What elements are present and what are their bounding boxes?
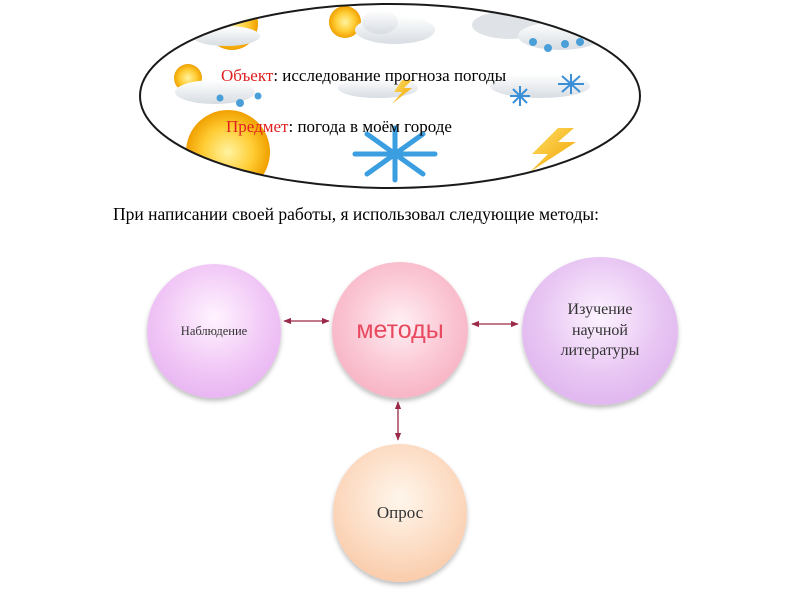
- snowflake-icon: [352, 125, 438, 183]
- literature-node: Изучение научной литературы: [522, 257, 678, 405]
- subject-line: Предмет: погода в моём городе: [226, 117, 452, 137]
- methods-intro: При написании своей работы, я использова…: [113, 204, 600, 224]
- object-text: : исследование прогноза погоды: [273, 66, 507, 85]
- weather-ellipse: [139, 3, 641, 189]
- left-label: Наблюдение: [180, 323, 248, 338]
- survey-node: Опрос: [333, 444, 467, 582]
- center-label: методы: [356, 315, 444, 344]
- object-line: Объект: исследование прогноза погоды: [221, 66, 506, 86]
- lightning-icon: [392, 80, 412, 104]
- cloud-icon: [355, 10, 435, 44]
- subject-label: Предмет: [226, 117, 289, 136]
- rain-drop-icon: [529, 38, 584, 52]
- snowflake-icon: [510, 86, 530, 106]
- object-label: Объект: [221, 66, 274, 85]
- right-label-line3: литературы: [560, 342, 640, 360]
- cloud-icon: [338, 78, 418, 98]
- observation-node: Наблюдение: [147, 264, 281, 398]
- cloud-icon: [175, 80, 255, 104]
- rain-drop-icon: [216, 92, 262, 107]
- lightning-icon: [530, 128, 576, 172]
- right-label-line1: Изучение: [567, 300, 633, 318]
- snowflake-icon: [558, 74, 584, 94]
- right-label-line2: научной: [571, 321, 628, 339]
- methods-center-node: методы: [332, 262, 468, 398]
- right-label: Изучение научной литературы: [553, 300, 648, 362]
- bottom-label: Опрос: [376, 503, 424, 522]
- subject-text: : погода в моём городе: [288, 117, 452, 136]
- sun-icon: [329, 6, 361, 38]
